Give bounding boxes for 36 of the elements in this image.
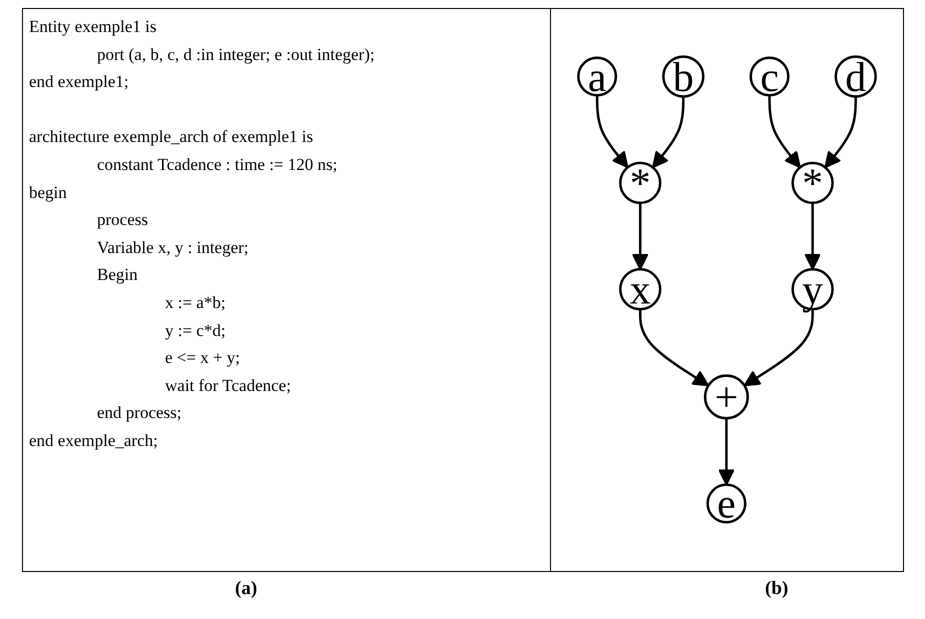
code-line: port (a, b, c, d :in integer; e :out integer); — [97, 44, 375, 64]
code-line: begin — [29, 182, 67, 202]
arrow — [768, 95, 801, 168]
arrow — [596, 95, 628, 168]
arrow — [824, 96, 857, 168]
arrow — [804, 202, 821, 270]
arrow — [639, 309, 710, 386]
node-circle: x — [619, 268, 662, 310]
arrow — [718, 418, 735, 486]
panel-caption: (a) — [235, 578, 258, 600]
node-circle: b — [662, 55, 704, 98]
code-line: wait for Tcadence; — [165, 376, 291, 395]
code-line: e <= x + y; — [165, 348, 240, 368]
code-line: Variable x, y : integer; — [97, 238, 249, 257]
node-circle: c — [750, 56, 790, 97]
code-line: Begin — [97, 265, 138, 284]
code-line: Entity exemple1 is — [29, 17, 156, 36]
code-line: x := a*b; — [165, 292, 226, 312]
node-circle: a — [577, 56, 618, 97]
code-line: process — [97, 210, 148, 230]
arrow — [632, 202, 649, 270]
node-circle: e — [706, 483, 746, 524]
code-line: y := c*d; — [165, 320, 226, 340]
node-circle: y — [791, 268, 834, 310]
node-circle: + — [704, 374, 749, 420]
panel-caption: (b) — [765, 578, 788, 600]
node-circle: d — [834, 55, 877, 98]
code-line: constant Tcadence : time := 120 ns; — [97, 154, 338, 174]
node-circle: * — [619, 162, 662, 204]
code-line: end process; — [97, 403, 182, 422]
code-line: end exemple_arch; — [29, 430, 158, 450]
node-circle: * — [791, 162, 834, 204]
arrow — [744, 309, 814, 386]
code-line: architecture exemple_arch of exemple1 is — [29, 127, 314, 146]
code-line: end exemple1; — [29, 72, 129, 92]
arrow — [652, 96, 685, 168]
